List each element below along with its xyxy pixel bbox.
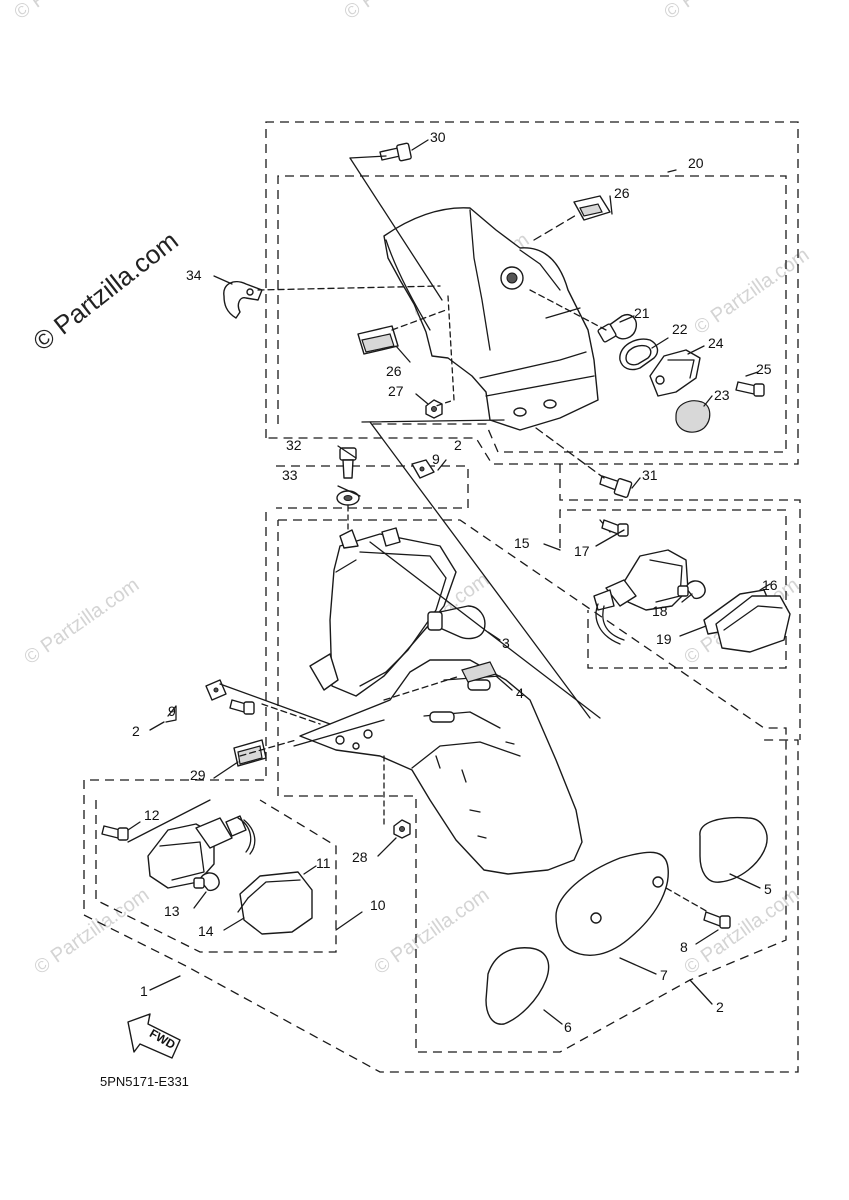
top-leader-lines bbox=[213, 139, 759, 719]
lamp-housing-24 bbox=[649, 349, 701, 397]
callout-30[interactable]: 30 bbox=[430, 129, 446, 145]
rear-fender bbox=[293, 659, 583, 875]
callout-9[interactable]: 9 bbox=[168, 703, 176, 719]
gasket-22 bbox=[619, 338, 659, 371]
callout-33[interactable]: 33 bbox=[282, 467, 298, 483]
callout-12[interactable]: 12 bbox=[144, 807, 160, 823]
lens-23 bbox=[675, 400, 711, 433]
middle-leader-lines bbox=[149, 519, 611, 857]
lens-11 bbox=[239, 871, 313, 935]
callout-26[interactable]: 26 bbox=[614, 185, 630, 201]
watermark-text: © Partzilla.com bbox=[20, 574, 143, 669]
reflector-5 bbox=[699, 816, 768, 883]
watermark-text: © Partzilla.com bbox=[30, 884, 153, 979]
callout-10[interactable]: 10 bbox=[370, 897, 386, 913]
tail-light-housing bbox=[309, 527, 457, 697]
pad-26-top bbox=[573, 195, 611, 221]
callout-20[interactable]: 20 bbox=[688, 155, 704, 171]
callout-27[interactable]: 27 bbox=[388, 383, 404, 399]
callout-22[interactable]: 22 bbox=[672, 321, 688, 337]
top-assembly-boxes bbox=[265, 121, 801, 740]
screw-30 bbox=[379, 142, 412, 162]
license-lamp-bracket bbox=[383, 207, 599, 431]
callout-28[interactable]: 28 bbox=[352, 849, 368, 865]
callout-14[interactable]: 14 bbox=[198, 923, 214, 939]
bolt-32 bbox=[339, 447, 357, 479]
callout-23[interactable]: 23 bbox=[714, 387, 730, 403]
turn-signal-left-box bbox=[95, 799, 363, 953]
bulb-18 bbox=[677, 580, 706, 600]
pad-4 bbox=[461, 661, 497, 683]
screw-8 bbox=[703, 911, 731, 929]
bulb-3 bbox=[427, 605, 486, 640]
callout-1[interactable]: 1 bbox=[140, 983, 148, 999]
callout-8[interactable]: 8 bbox=[680, 939, 688, 955]
clamp-34 bbox=[223, 280, 263, 319]
bottom-leader-lines bbox=[543, 873, 761, 1025]
diagram-code: 5PN5171-E331 bbox=[100, 1074, 189, 1089]
callout-19[interactable]: 19 bbox=[656, 631, 672, 647]
callout-34[interactable]: 34 bbox=[186, 267, 202, 283]
screw-12 bbox=[101, 825, 129, 841]
callout-24[interactable]: 24 bbox=[708, 335, 724, 351]
callout-3[interactable]: 3 bbox=[502, 635, 510, 651]
callout-7[interactable]: 7 bbox=[660, 967, 668, 983]
callout-16[interactable]: 16 bbox=[762, 577, 778, 593]
callout-26-left[interactable]: 26 bbox=[386, 363, 402, 379]
callout-6[interactable]: 6 bbox=[564, 1019, 572, 1035]
callout-29[interactable]: 29 bbox=[190, 767, 206, 783]
callout-31[interactable]: 31 bbox=[642, 467, 658, 483]
turn-signal-right bbox=[593, 549, 689, 645]
callout-21[interactable]: 21 bbox=[634, 305, 650, 321]
callout-17[interactable]: 17 bbox=[574, 543, 590, 559]
reflector-6 bbox=[485, 947, 550, 1025]
watermark-text: © Partzilla.com bbox=[680, 884, 803, 979]
callout-9-top[interactable]: 9 bbox=[432, 451, 440, 467]
watermark-text: © Partzilla.com bbox=[690, 244, 813, 339]
callout-2-left[interactable]: 2 bbox=[132, 723, 140, 739]
clip-9-left bbox=[205, 679, 227, 701]
callout-5[interactable]: 5 bbox=[764, 881, 772, 897]
fwd-arrow-icon: FWD bbox=[127, 1013, 181, 1059]
callout-25[interactable]: 25 bbox=[756, 361, 772, 377]
screw-17 bbox=[601, 519, 629, 537]
callout-4[interactable]: 4 bbox=[516, 685, 524, 701]
turn-signal-right-box bbox=[543, 509, 787, 669]
watermark-text: © Partzilla.com bbox=[370, 884, 493, 979]
bulb-13 bbox=[193, 872, 220, 892]
watermark-primary: © Partzilla.com bbox=[27, 225, 184, 357]
right-leader-lines bbox=[595, 529, 771, 637]
left-leader-lines bbox=[127, 799, 317, 991]
bolt-31 bbox=[599, 475, 633, 498]
gasket-14 bbox=[237, 897, 249, 913]
callout-18[interactable]: 18 bbox=[652, 603, 668, 619]
turn-signal-left bbox=[147, 815, 256, 889]
callout-labels: 1 2 3 4 5 6 7 8 9 10 11 12 13 14 15 16 1… bbox=[132, 129, 778, 1035]
callout-32[interactable]: 32 bbox=[286, 437, 302, 453]
lens-16 bbox=[715, 595, 791, 653]
watermark-text: © Partzilla.com bbox=[340, 0, 463, 24]
callout-15[interactable]: 15 bbox=[514, 535, 530, 551]
screw-25 bbox=[735, 381, 765, 397]
pad-26-left bbox=[357, 325, 399, 355]
screw-left bbox=[229, 699, 255, 715]
washer-33 bbox=[336, 490, 360, 506]
nut-28 bbox=[393, 819, 411, 839]
nut-27 bbox=[425, 399, 443, 419]
reflector-7 bbox=[555, 851, 669, 956]
clip-9-top bbox=[411, 459, 435, 479]
watermark-text: © Partzilla.com bbox=[10, 0, 133, 24]
callout-13[interactable]: 13 bbox=[164, 903, 180, 919]
callout-11[interactable]: 11 bbox=[316, 855, 331, 871]
watermark-layer: © Partzilla.com © Partzilla.com © Partzi… bbox=[10, 0, 813, 979]
callout-2[interactable]: 2 bbox=[716, 999, 724, 1015]
watermark-text: © Partzilla.com bbox=[660, 0, 783, 24]
callout-2-top[interactable]: 2 bbox=[454, 437, 462, 453]
